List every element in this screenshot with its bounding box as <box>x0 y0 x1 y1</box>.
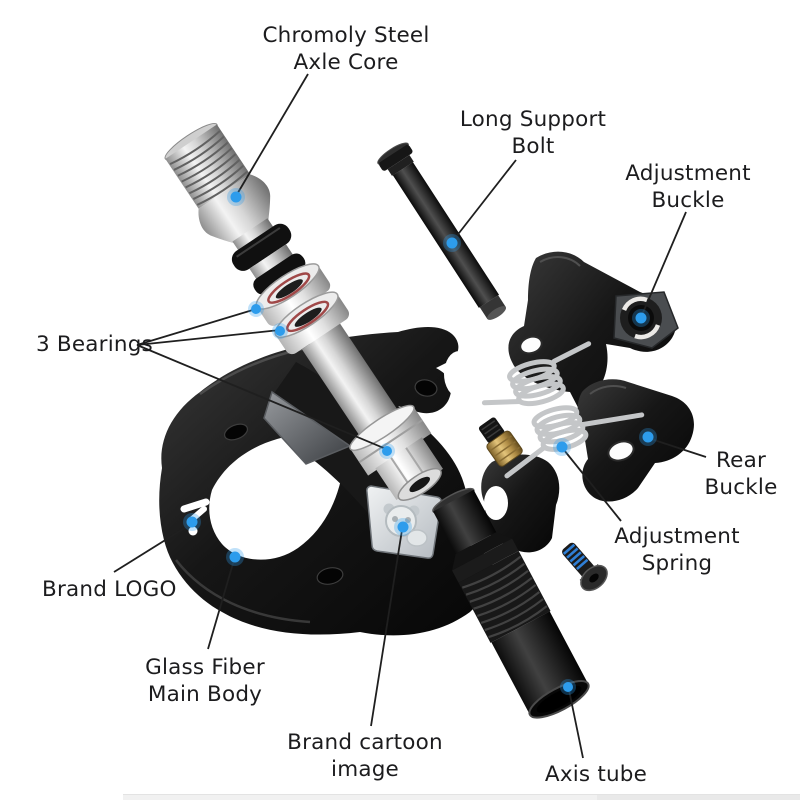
callout-line <box>568 689 584 759</box>
label-support-bolt: Long Support Bolt <box>459 107 607 160</box>
label-brand-logo: Brand LOGO <box>42 577 177 602</box>
callout-dot <box>639 428 657 446</box>
callout-dot <box>632 309 650 327</box>
rubber-seal-ring-1 <box>231 223 292 271</box>
callout-lines <box>113 73 707 759</box>
callout-line <box>641 211 687 316</box>
callout-dots <box>183 188 657 695</box>
label-brand-cartoon: Brand cartoon image <box>287 730 443 783</box>
label-bearings: 3 Bearings <box>36 332 153 357</box>
label-axle-core: Chromoly Steel Axle Core <box>262 23 430 76</box>
body-rim-hole <box>316 567 344 585</box>
label-adjustment-spring: Adjustment Spring <box>614 524 740 577</box>
adjustment-screw-part <box>562 542 608 592</box>
rear-buckle-part <box>577 379 694 502</box>
callout-dot <box>248 301 264 317</box>
callout-line <box>207 559 235 650</box>
label-main-body: Glass Fiber Main Body <box>145 655 265 708</box>
body-right-claw <box>481 454 560 553</box>
bottom-strip <box>123 794 800 800</box>
upper-chrome-plate <box>263 390 352 465</box>
callout-line <box>451 159 517 243</box>
rubber-seal-ring-2 <box>253 253 306 295</box>
callout-line <box>136 329 281 346</box>
right-claw-opening <box>484 486 508 520</box>
bearing-3-chrome-collar <box>349 404 432 476</box>
main-body-part <box>159 327 560 636</box>
claw-opening <box>444 351 474 397</box>
axle-thread-lines <box>169 130 248 206</box>
callout-line <box>136 308 257 346</box>
callout-dot <box>553 438 571 456</box>
callout-line <box>235 73 309 197</box>
axis-tube-part <box>432 487 590 719</box>
label-adjustment-buckle: Adjustment Buckle <box>625 161 751 214</box>
callout-dot <box>272 323 288 339</box>
callout-dot <box>560 679 576 695</box>
callout-line <box>370 529 403 727</box>
callout-dot <box>226 548 244 566</box>
hex-nut <box>375 437 444 501</box>
label-rear-buckle: Rear Buckle <box>704 448 778 501</box>
body-highlight <box>175 559 311 624</box>
axle-shaft <box>301 323 402 441</box>
callout-line <box>136 344 387 450</box>
rear-buckle-hole <box>607 440 635 462</box>
axle-shoulder <box>198 174 271 244</box>
bearing-1 <box>255 263 331 326</box>
brass-adjuster-part <box>478 417 523 467</box>
axis-tube-threads <box>461 555 548 639</box>
callout-dot <box>379 443 395 459</box>
axle-neck <box>232 218 275 252</box>
callout-line <box>650 438 707 458</box>
callout-dot <box>183 513 201 531</box>
adjustment-spring-part <box>481 341 645 479</box>
buckle-ear-hole <box>519 335 543 355</box>
bearing-2 <box>274 291 350 355</box>
body-rim-hole <box>223 423 249 441</box>
axle-core-part <box>164 123 444 501</box>
label-axis-tube: Axis tube <box>544 762 648 787</box>
spring-1 <box>481 341 592 407</box>
screw-threadlock <box>562 543 589 570</box>
axle-segment <box>249 244 294 281</box>
support-bolt-part <box>377 142 507 320</box>
callout-line <box>563 449 622 522</box>
callout-dot <box>227 188 245 206</box>
callout-dot <box>443 234 461 252</box>
callout-line <box>113 523 192 573</box>
seal-highlight <box>236 227 281 258</box>
body-rim-hole <box>414 379 438 397</box>
callout-dot <box>394 518 412 536</box>
